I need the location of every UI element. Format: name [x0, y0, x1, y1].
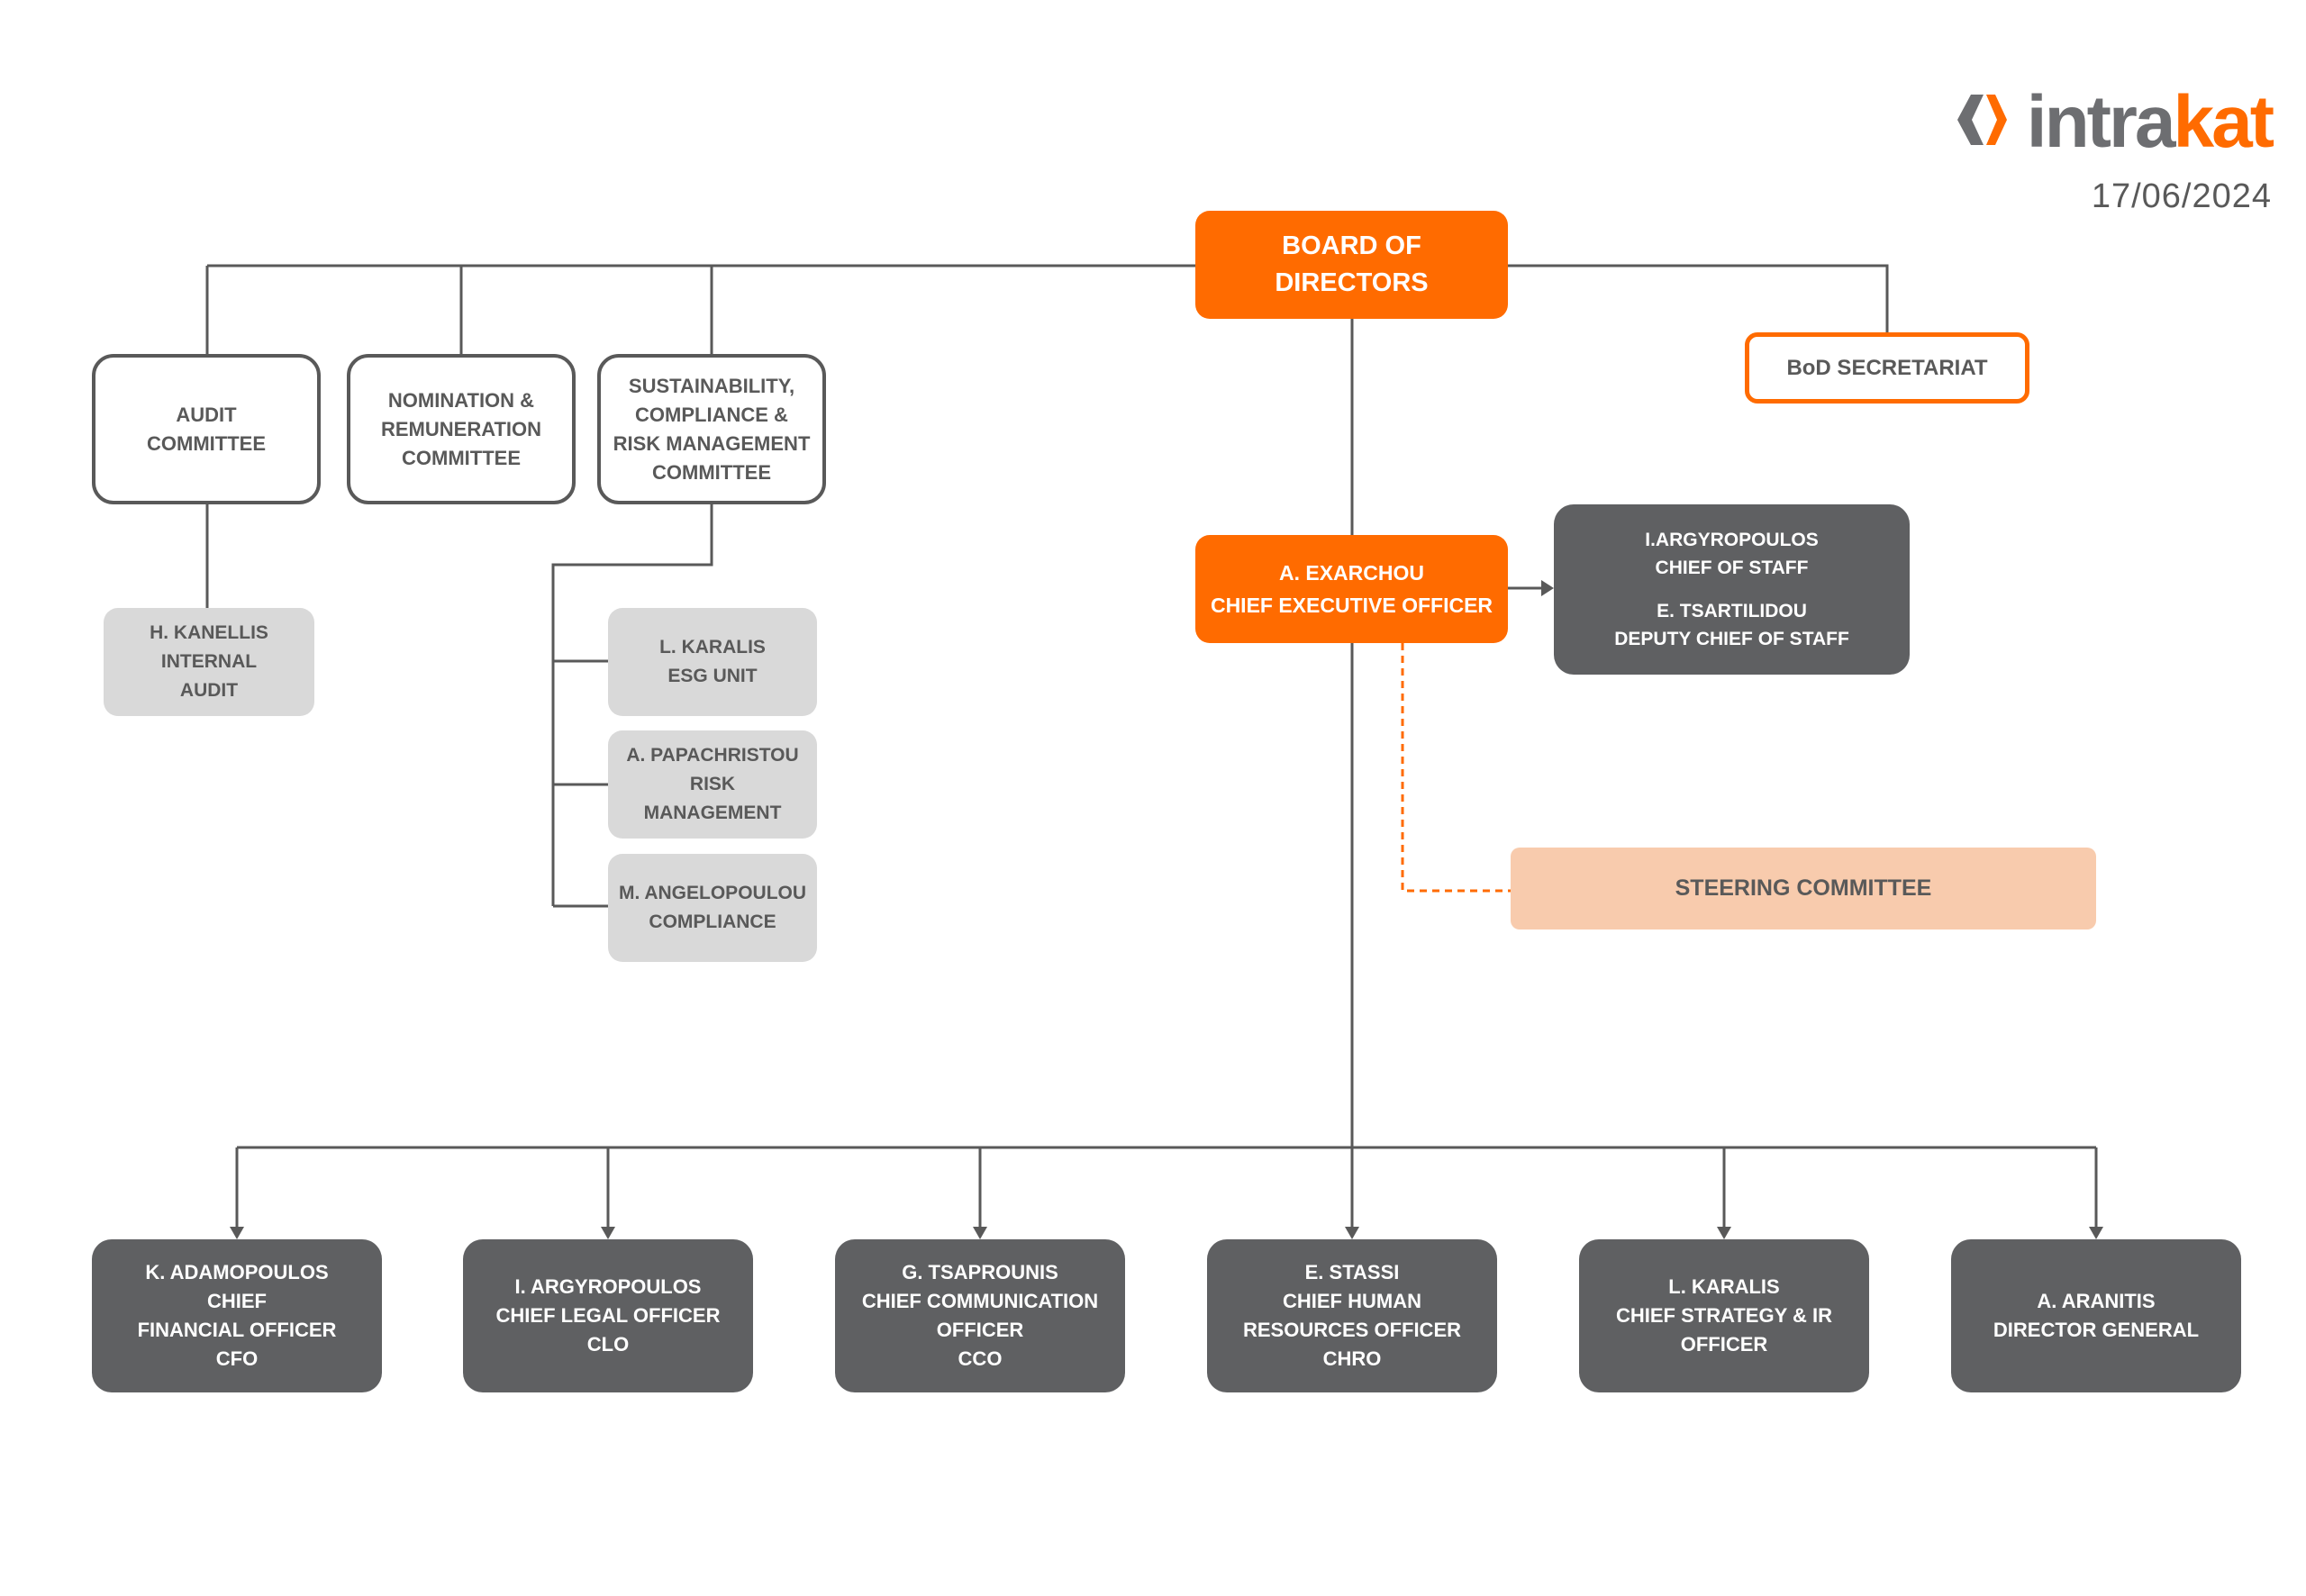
cco-line: OFFICER	[936, 1319, 1024, 1341]
internal-audit-line: INTERNAL	[160, 651, 258, 672]
sustainability-committee-line: RISK MANAGEMENT	[613, 431, 811, 455]
esg-unit-line: ESG UNIT	[667, 666, 758, 686]
risk-unit-line: RISK	[689, 774, 736, 794]
cfo-box: K. ADAMOPOULOS CHIEF FINANCIAL OFFICER C…	[92, 1239, 382, 1392]
nomination-committee-line: NOMINATION &	[387, 388, 535, 412]
steering-committee-box: STEERING COMMITTEE	[1511, 848, 2096, 929]
cco-box: G. TSAPROUNIS CHIEF COMMUNICATION OFFICE…	[835, 1239, 1125, 1392]
cco-line: CHIEF COMMUNICATION	[861, 1290, 1099, 1312]
chro-line: CHRO	[1322, 1347, 1382, 1370]
risk-unit-line: MANAGEMENT	[643, 803, 782, 823]
executive-arrowhead-strategy	[1717, 1227, 1731, 1239]
director-general-line: A. ARANITIS	[2037, 1290, 2156, 1312]
risk-unit-line: A. PAPACHRISTOU	[626, 745, 799, 766]
clo-box: I. ARGYROPOULOS CHIEF LEGAL OFFICER CLO	[463, 1239, 753, 1392]
intrakat-wordmark: intrakat	[2027, 86, 2274, 159]
strategy-ir-officer-box: L. KARALIS CHIEF STRATEGY & IR OFFICER	[1579, 1239, 1869, 1392]
chro-line: CHIEF HUMAN	[1283, 1290, 1421, 1312]
bod-secretariat-label: BoD SECRETARIAT	[1786, 355, 1988, 380]
esg-unit-line: L. KARALIS	[659, 637, 766, 657]
executive-arrowhead-chro	[1345, 1227, 1359, 1239]
compliance-unit-box: M. ANGELOPOULOU COMPLIANCE	[608, 854, 817, 962]
nomination-remuneration-committee-box: NOMINATION & REMUNERATION COMMITTEE	[347, 354, 576, 504]
chief-of-staff-line: CHIEF OF STAFF	[1655, 558, 1809, 578]
board-of-directors-line: DIRECTORS	[1275, 268, 1429, 297]
strategy-officer-line: OFFICER	[1680, 1333, 1768, 1356]
strategy-officer-line: CHIEF STRATEGY & IR	[1616, 1304, 1832, 1327]
board-of-directors-box: BOARD OF DIRECTORS	[1195, 211, 1508, 319]
cfo-line: CFO	[215, 1347, 259, 1370]
chart-date: 17/06/2024	[2091, 177, 2272, 215]
clo-line: I. ARGYROPOULOS	[514, 1275, 702, 1298]
strategy-officer-line: L. KARALIS	[1668, 1275, 1780, 1298]
board-secretariat-connector	[1508, 264, 1889, 332]
ceo-steering-dashed-connector	[1401, 643, 1511, 893]
internal-audit-line: H. KANELLIS	[150, 622, 268, 643]
bod-secretariat-box: BoD SECRETARIAT	[1745, 332, 2029, 404]
risk-management-unit-box: A. PAPACHRISTOU RISK MANAGEMENT	[608, 730, 817, 839]
audit-committee-box: AUDIT COMMITTEE	[92, 354, 321, 504]
clo-line: CHIEF LEGAL OFFICER	[495, 1304, 721, 1327]
sustainability-committee-line: SUSTAINABILITY,	[628, 374, 795, 397]
director-general-box: A. ARANITIS DIRECTOR GENERAL	[1951, 1239, 2241, 1392]
nomination-committee-line: COMMITTEE	[402, 446, 521, 469]
board-of-directors-line: BOARD OF	[1282, 231, 1421, 260]
cfo-line: K. ADAMOPOULOS	[145, 1261, 329, 1283]
ceo-line: A. EXARCHOU	[1278, 561, 1424, 585]
sustainability-compliance-risk-committee-box: SUSTAINABILITY, COMPLIANCE & RISK MANAGE…	[597, 354, 826, 504]
sustainability-committee-line: COMPLIANCE &	[635, 403, 788, 426]
executive-arrowhead-clo	[601, 1227, 615, 1239]
cco-line: CCO	[958, 1347, 1003, 1370]
cco-line: G. TSAPROUNIS	[902, 1261, 1058, 1283]
chief-of-staff-line: I.ARGYROPOULOS	[1645, 530, 1819, 550]
compliance-unit-line: COMPLIANCE	[649, 911, 776, 932]
steering-committee-label: STEERING COMMITTEE	[1675, 875, 1932, 901]
chro-line: RESOURCES OFFICER	[1242, 1319, 1462, 1341]
deputy-chief-of-staff-line: DEPUTY CHIEF OF STAFF	[1614, 629, 1849, 649]
internal-audit-line: AUDIT	[179, 680, 239, 701]
clo-line: CLO	[586, 1333, 630, 1356]
cfo-line: CHIEF	[207, 1290, 267, 1312]
chief-of-staff-box: I.ARGYROPOULOS CHIEF OF STAFF E. TSARTIL…	[1554, 504, 1910, 675]
executive-arrowhead-director-general	[2089, 1227, 2103, 1239]
sustainability-committee-line: COMMITTEE	[652, 460, 771, 484]
chief-of-staff-group: I.ARGYROPOULOS CHIEF OF STAFF	[1645, 526, 1819, 582]
wordmark-orange-part: kat	[2173, 81, 2274, 163]
director-general-line: DIRECTOR GENERAL	[1993, 1319, 2200, 1341]
deputy-chief-of-staff-line: E. TSARTILIDOU	[1657, 601, 1807, 621]
wordmark-gray-part: intra	[2026, 81, 2176, 163]
deputy-chief-of-staff-group: E. TSARTILIDOU DEPUTY CHIEF OF STAFF	[1614, 597, 1849, 653]
audit-committee-line: COMMITTEE	[147, 431, 266, 455]
ceo-box: A. EXARCHOU CHIEF EXECUTIVE OFFICER	[1195, 535, 1508, 643]
sustainability-units-trunk	[551, 504, 713, 906]
esg-unit-box: L. KARALIS ESG UNIT	[608, 608, 817, 716]
cfo-line: FINANCIAL OFFICER	[137, 1319, 337, 1341]
ceo-line: CHIEF EXECUTIVE OFFICER	[1210, 594, 1493, 617]
chro-box: E. STASSI CHIEF HUMAN RESOURCES OFFICER …	[1207, 1239, 1497, 1392]
nomination-committee-line: REMUNERATION	[380, 417, 542, 440]
audit-committee-line: AUDIT	[176, 403, 237, 426]
intrakat-logo-icon	[1957, 95, 2007, 145]
chro-line: E. STASSI	[1304, 1261, 1400, 1283]
executive-arrowhead-cfo	[230, 1227, 244, 1239]
chief-of-staff-arrowhead	[1541, 580, 1554, 596]
executive-arrowhead-cco	[973, 1227, 987, 1239]
internal-audit-box: H. KANELLIS INTERNAL AUDIT	[104, 608, 314, 716]
compliance-unit-line: M. ANGELOPOULOU	[618, 883, 807, 903]
